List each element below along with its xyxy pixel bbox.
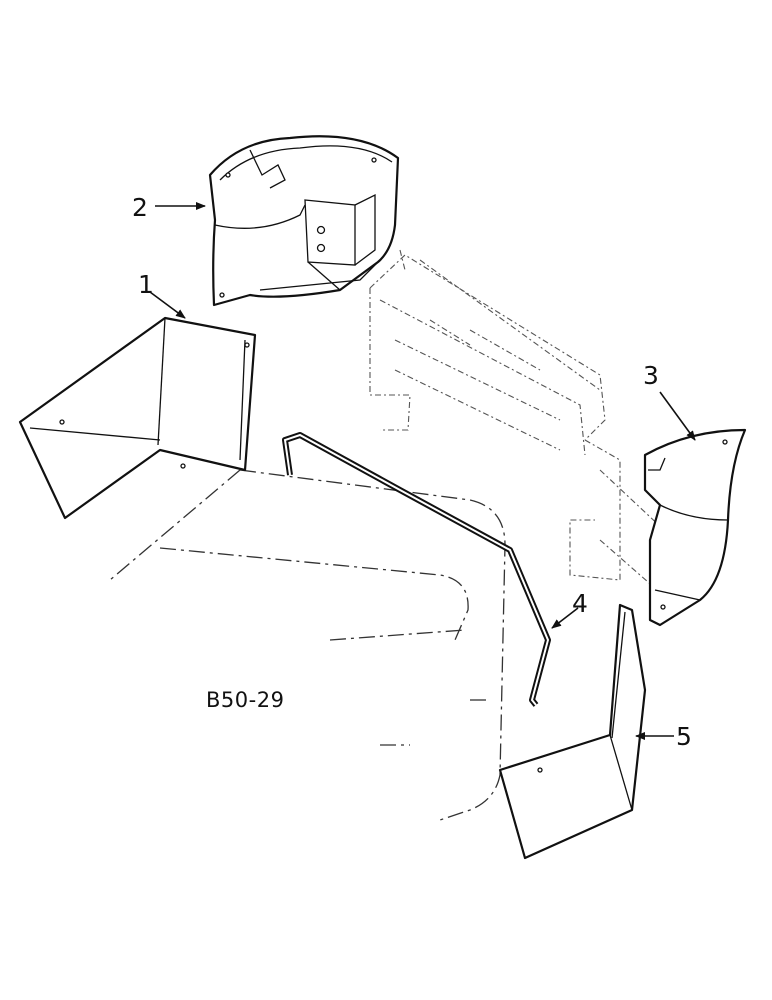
callout-2: 2 [132, 193, 206, 222]
tractor-body-outline [109, 469, 506, 821]
diagram-reference-code: B50-29 [206, 688, 284, 712]
callout-4-label: 4 [572, 589, 588, 618]
part-5-side-panel [498, 603, 647, 860]
part-3-fender-panel [643, 428, 747, 627]
callout-5: 5 [635, 722, 692, 751]
callout-3: 3 [643, 361, 696, 441]
callout-1-label: 1 [138, 270, 154, 299]
callout-3-label: 3 [643, 361, 659, 390]
callout-4: 4 [551, 589, 588, 629]
callout-1: 1 [138, 270, 186, 319]
part-4-seal-strip [282, 432, 551, 707]
part-2-fender-panel [208, 135, 400, 307]
part-1-side-panel [18, 316, 257, 520]
callout-5-label: 5 [676, 722, 692, 751]
callout-2-label: 2 [132, 193, 148, 222]
dashboard-frame-outline [369, 249, 681, 611]
